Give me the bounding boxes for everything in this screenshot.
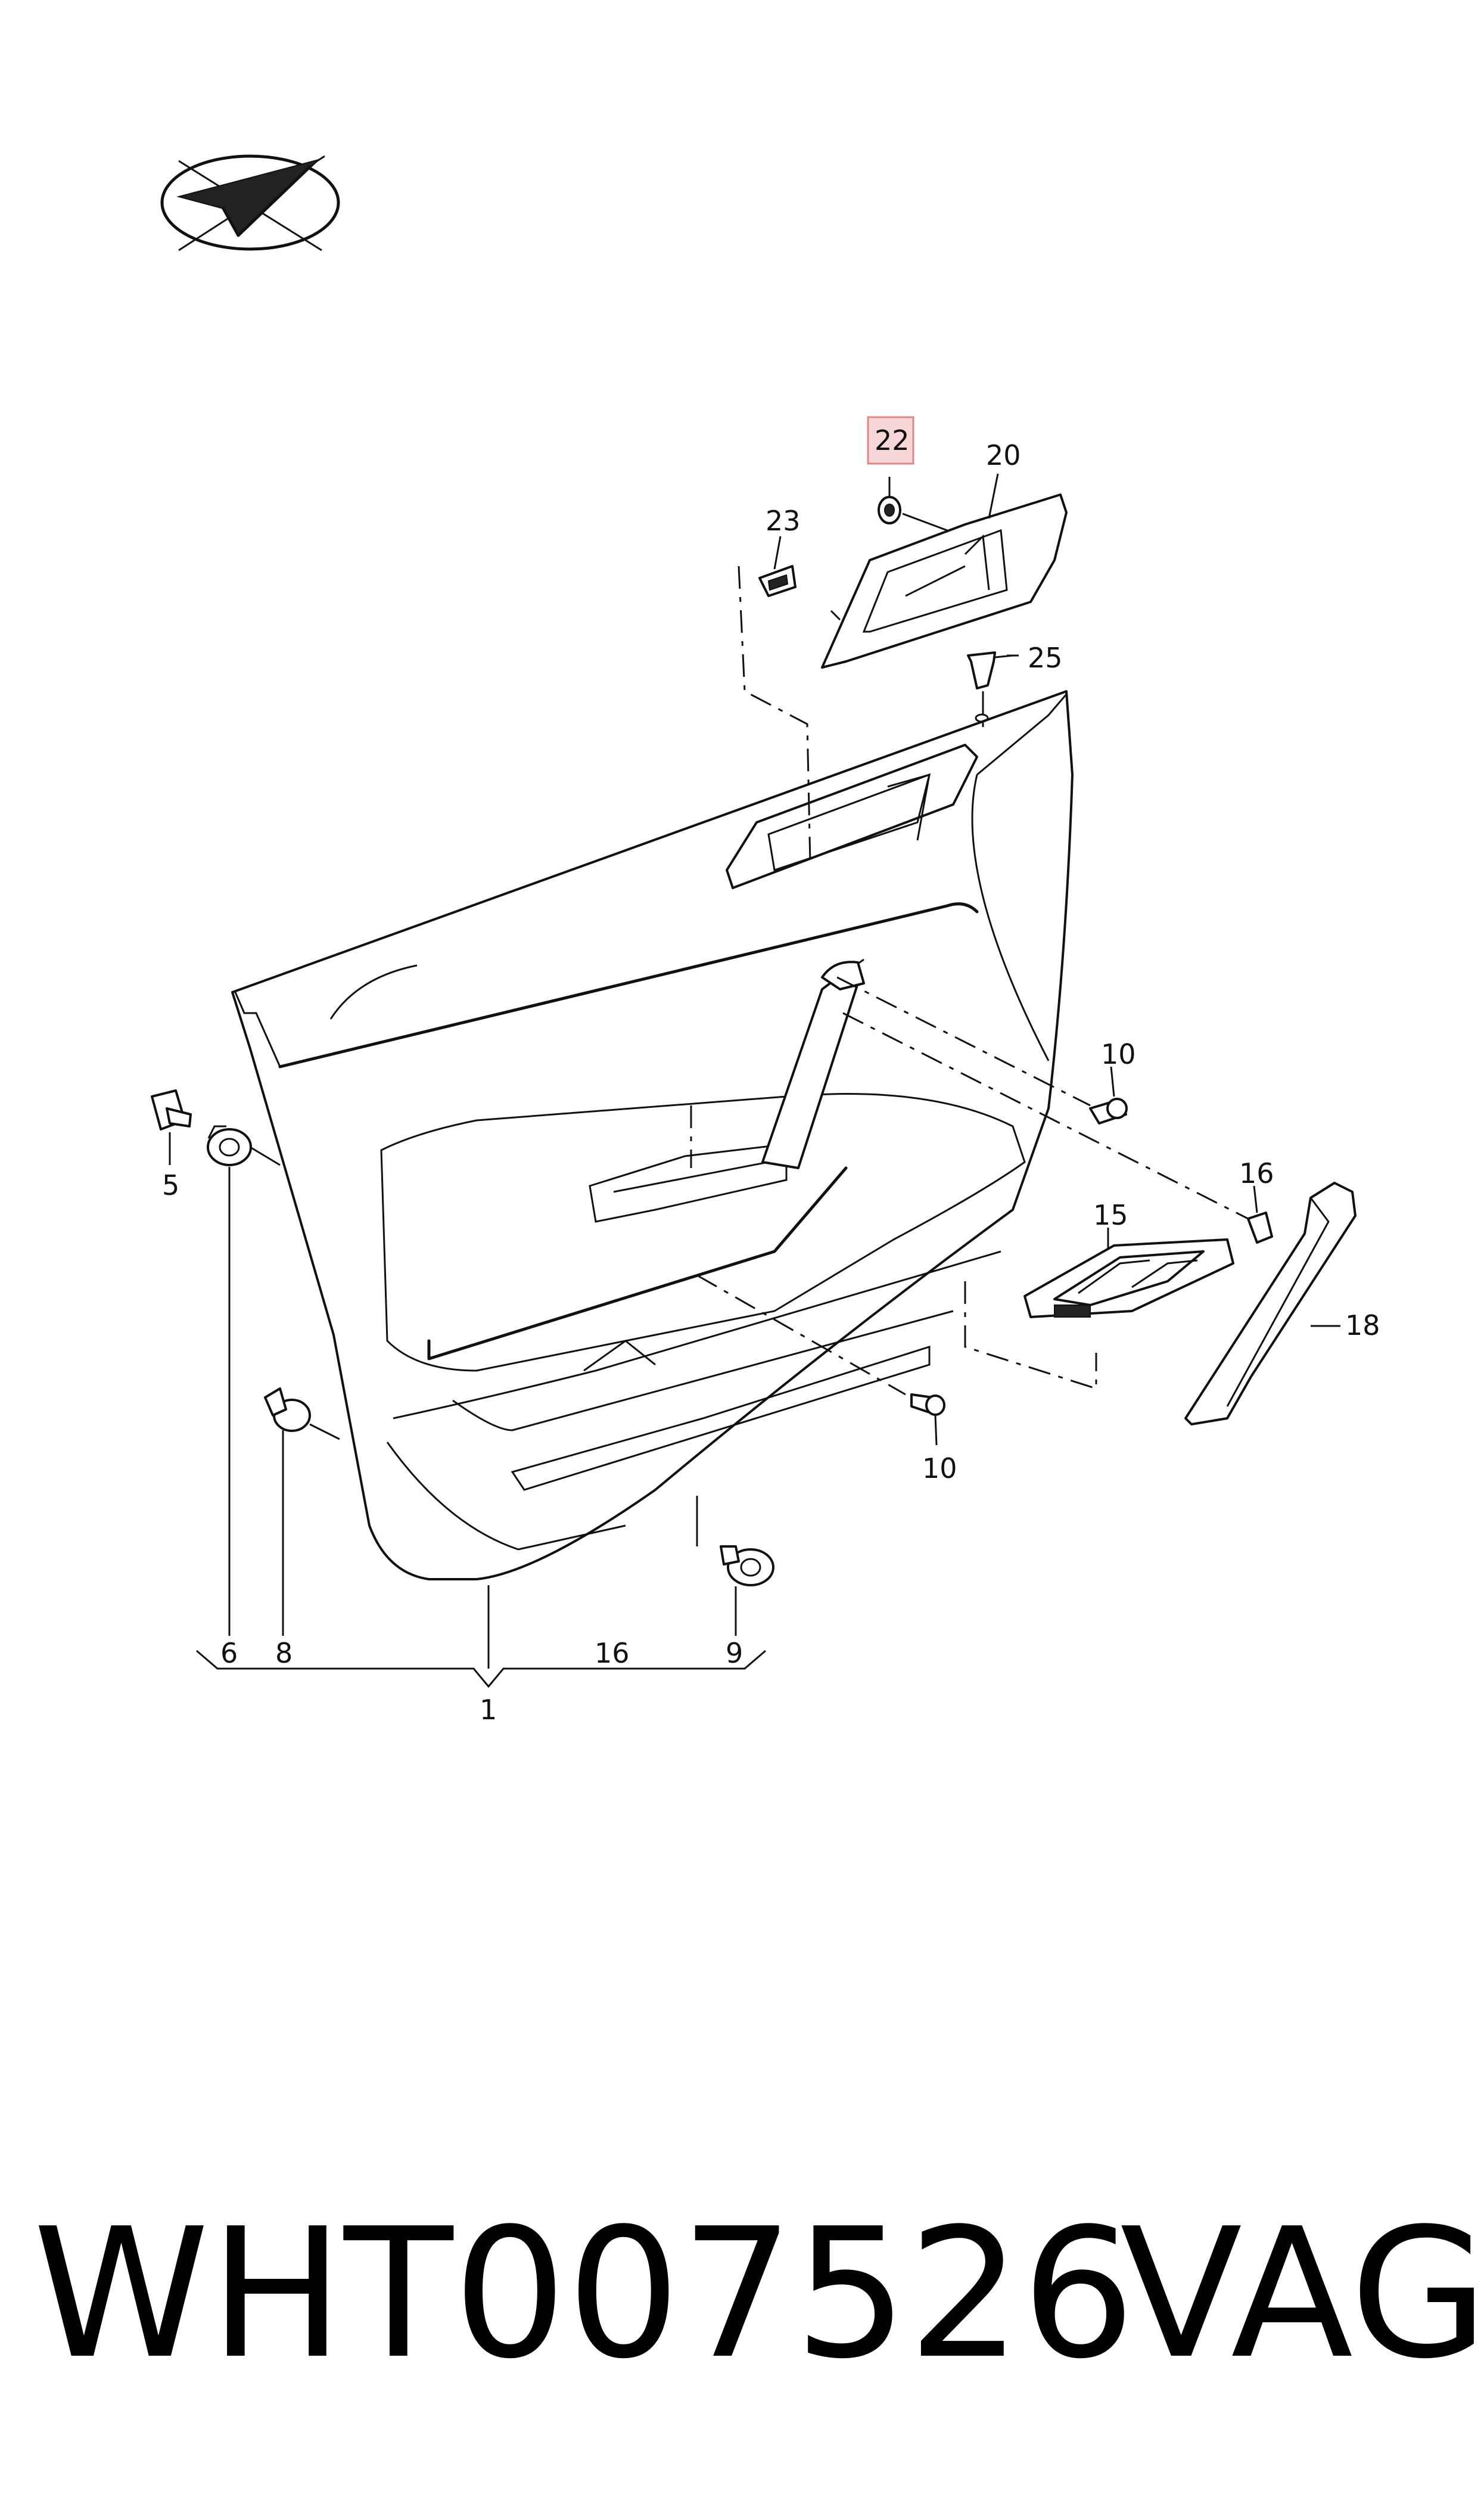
brand-label: VAG — [1120, 2190, 1484, 2398]
rivet-part-25 — [967, 651, 1013, 723]
group-bracket — [196, 1650, 766, 1688]
clip-part-22 — [878, 496, 948, 532]
callout-16-upper[interactable]: 16 — [1239, 1157, 1274, 1189]
callout-9[interactable]: 9 — [726, 1637, 743, 1669]
door-handle-part-20 — [821, 493, 1068, 669]
part-number-label: WHT007526 — [33, 2190, 1135, 2398]
grommet-part-9 — [720, 1545, 774, 1586]
callout-6[interactable]: 6 — [220, 1637, 238, 1669]
callout-8[interactable]: 8 — [275, 1637, 293, 1669]
screw-part-10-lower — [910, 1393, 945, 1416]
callout-16-lower[interactable]: 16 — [595, 1637, 630, 1669]
callout-22[interactable]: 22 — [875, 424, 910, 456]
door-trim-panel — [231, 690, 1074, 1580]
callout-10-lower[interactable]: 10 — [922, 1452, 957, 1484]
grab-handle-bracket — [761, 958, 865, 1169]
window-switch-part-15 — [1023, 1238, 1234, 1318]
clip-part-16-upper — [1247, 1212, 1273, 1244]
logo-icon — [160, 154, 340, 251]
highlight-box-22 — [867, 416, 914, 465]
grommet-part-6 — [207, 1125, 252, 1166]
screw-part-10-upper — [1089, 1098, 1128, 1125]
bracket-part-23 — [758, 565, 797, 597]
callout-20[interactable]: 20 — [986, 439, 1021, 471]
trim-strip-part-18 — [1184, 1182, 1357, 1425]
callout-18[interactable]: 18 — [1345, 1309, 1380, 1341]
callout-15[interactable]: 15 — [1093, 1199, 1128, 1231]
clip-part-5 — [151, 1089, 192, 1130]
callout-23[interactable]: 23 — [766, 505, 801, 537]
callout-10-upper[interactable]: 10 — [1101, 1038, 1136, 1070]
callout-25[interactable]: 25 — [1028, 642, 1063, 674]
grommet-part-8 — [264, 1387, 311, 1432]
assembly-lines — [690, 566, 1249, 1396]
leader-lines — [169, 473, 1340, 1669]
callout-1[interactable]: 1 — [480, 1694, 497, 1726]
callout-5[interactable]: 5 — [162, 1169, 179, 1201]
